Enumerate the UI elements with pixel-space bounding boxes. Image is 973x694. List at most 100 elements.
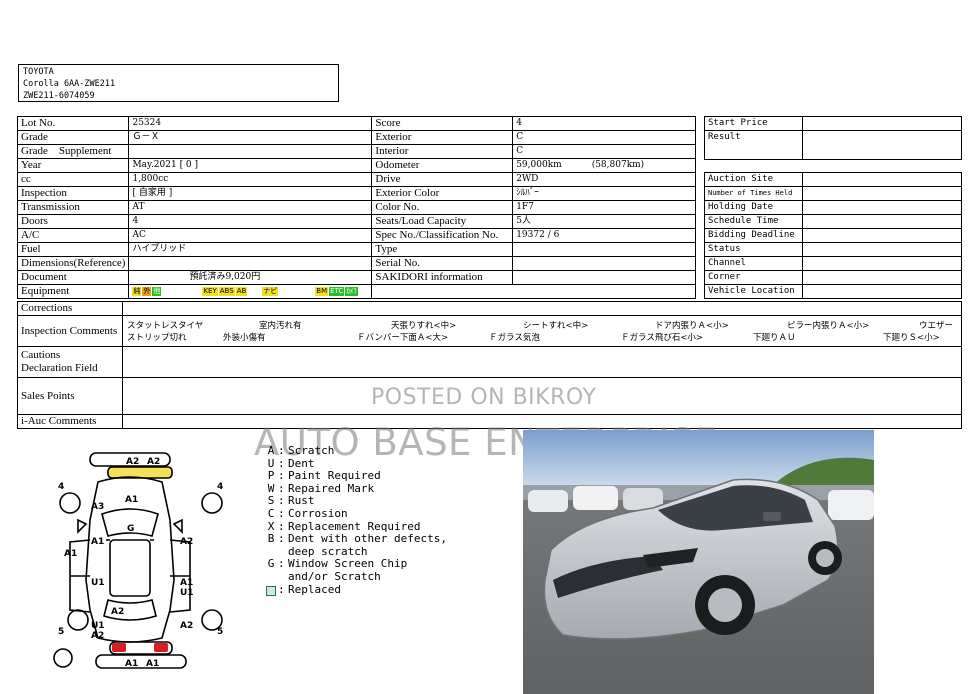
replaced-swatch-icon (266, 585, 276, 596)
auction-value (801, 200, 963, 215)
field-value (128, 256, 373, 271)
mark-left-num-bottom: 5 (58, 627, 64, 637)
equipment-tag: 外 (142, 287, 152, 296)
field-label: Year (16, 158, 130, 173)
iauc-comments-value (121, 414, 963, 429)
odometer-actual: (58,807km) (591, 160, 645, 170)
equipment-tag: 他 (152, 287, 162, 296)
legend-text: Repaired Mark (288, 481, 375, 495)
vehicle-header-box: TOYOTA Corolla 6AA-ZWE211 ZWE211-6074059 (18, 64, 339, 102)
mark-right-door-rear-1: A1 (180, 578, 193, 588)
field-value: 4 (128, 214, 373, 229)
inspection-comments-value: スタットレスタイヤ室内汚れ有天張りすれ<中>シートすれ<中>ドア内張りＡ<小>ピ… (121, 315, 963, 347)
equipment-tag: ETC (329, 287, 345, 296)
field-label: Serial No. (371, 256, 514, 271)
comment-item: スタットレスタイヤ (126, 321, 204, 331)
windshield (101, 508, 159, 537)
equipment-tag: 純 (132, 287, 142, 296)
field-label: Dimensions(Reference) (16, 256, 130, 271)
mark-right-door-rear-2: U1 (180, 588, 194, 598)
field-label: Seats/Load Capacity (371, 214, 514, 229)
field-value: 預託済み9,020円 (128, 270, 373, 285)
inspection-comments-label: Inspection Comments (17, 315, 123, 347)
mark-windshield: G (127, 524, 134, 534)
comment-item: Ｆガラス飛び石<小> (620, 333, 704, 343)
rear-bumper (95, 654, 187, 669)
legend-text: deep scratch (288, 544, 368, 558)
wheel-front-left (59, 492, 81, 514)
legend-text: and/or Scratch (288, 569, 381, 583)
field-value: 5人 (512, 214, 696, 229)
mark-left-side: A1 (64, 549, 77, 559)
mark-right-num-bottom: 5 (217, 627, 223, 637)
auction-value (801, 270, 963, 285)
field-label: Grade (16, 130, 130, 145)
auction-label: Corner (704, 270, 803, 285)
corrections-value (121, 301, 963, 316)
field-value: [ 自家用 ] (128, 186, 373, 201)
auction-value (801, 242, 963, 257)
field-label: Odometer (371, 158, 514, 173)
field-label: Type (371, 242, 514, 257)
auction-value (801, 214, 963, 229)
legend-row: C:Corrosion (264, 507, 504, 521)
field-label: Spec No./Classification No. (371, 228, 514, 243)
watermark-posted: POSTED ON BIKROY (371, 385, 597, 410)
field-label: Grade Supplement (16, 144, 130, 159)
legend-text: Replacement Required (288, 519, 421, 533)
vehicle-chassis: ZWE211-6074059 (23, 91, 95, 101)
cautions-label-line1: Cautions (21, 349, 61, 361)
legend-row: S:Rust (264, 495, 504, 508)
mark-right-rear-a2: A2 (180, 621, 193, 631)
mark-right-num-top: 4 (217, 482, 223, 492)
mark-right-door-front: A2 (180, 537, 193, 547)
field-value: Ｇ－Ｘ (128, 130, 373, 145)
rear-light-left (112, 643, 126, 652)
comments-table: Corrections Inspection Comments スタットレスタイ… (17, 301, 963, 429)
auction-value (801, 284, 963, 299)
spare-circle (53, 648, 73, 668)
legend-key: G (267, 557, 275, 571)
legend-row: deep scratch (264, 544, 504, 559)
corrections-label: Corrections (17, 301, 123, 316)
legend-text: Rust (288, 494, 315, 508)
comment-item: Ｆバンパー下面Ａ<大> (356, 333, 449, 343)
field-value: AT (128, 200, 373, 215)
mark-left-rear-u1: U1 (91, 621, 105, 631)
mark-bottom-a1-right: A1 (146, 659, 159, 669)
mark-left-rear-a2: A2 (111, 607, 124, 617)
vehicle-make: TOYOTA (23, 67, 54, 77)
field-value: 59,000km(58,807km) (512, 158, 696, 173)
auction-label: Bidding Deadline (704, 228, 803, 243)
field-label (371, 284, 513, 299)
field-value: C (512, 144, 696, 159)
mark-left-door-front: A1 (91, 537, 104, 547)
comment-item: ウエザー (918, 321, 953, 331)
legend-key (264, 571, 278, 584)
sales-points-label: Sales Points (17, 377, 123, 415)
left-mirror (77, 518, 88, 534)
comment-item: ピラー内張りＡ<小> (786, 321, 870, 331)
auction-label: Auction Site (704, 172, 803, 187)
equipment-tag: KEY (202, 287, 218, 296)
legend-text: Dent with other defects, (288, 532, 447, 546)
legend-row: U:Dent (264, 456, 504, 471)
legend-text: Scratch (288, 444, 335, 457)
legend-row: :Replaced (264, 583, 504, 600)
field-value (512, 270, 696, 285)
mark-a3: A3 (91, 502, 104, 512)
field-label: Equipment (16, 284, 130, 299)
equipment-tag: ナビ (262, 287, 279, 296)
start-price-value (801, 116, 963, 131)
field-value: May.2021 [ 0 ] (128, 158, 373, 173)
cautions-value (121, 346, 963, 378)
damage-diagram: A2 A2 4 4 A1 A3 G A1 A2 A1 U1 A1 U1 A2 U… (53, 452, 223, 669)
field-label: Exterior (371, 130, 514, 145)
legend-row: P:Paint Required (264, 470, 504, 483)
legend-key: A (267, 444, 275, 457)
body-outline (85, 476, 175, 643)
mark-top-a2-left: A2 (126, 457, 139, 467)
field-label: Transmission (16, 200, 130, 215)
legend-text: Dent (288, 456, 315, 470)
